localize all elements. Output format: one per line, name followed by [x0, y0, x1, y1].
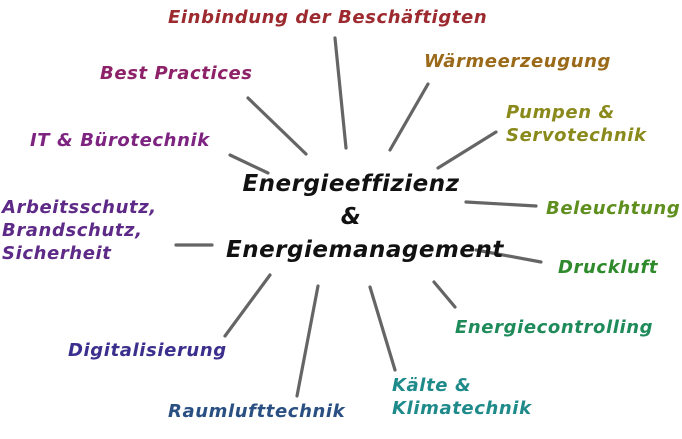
topic-arbeitsschutz: Arbeitsschutz, Brandschutz, Sicherheit [2, 196, 157, 265]
topic-digitalisierung: Digitalisierung [68, 339, 227, 362]
connector-beleuchtung [464, 200, 538, 208]
topic-pumpen: Pumpen & Servotechnik [506, 101, 647, 147]
central-topic-line-1: Energieeffizienz [242, 171, 460, 197]
topic-raumlufttechnik: Raumlufttechnik [168, 400, 345, 423]
topic-beleuchtung: Beleuchtung [546, 197, 680, 220]
topic-line: Kälte & [392, 375, 472, 396]
topic-energiecontrolling: Energiecontrolling [455, 316, 653, 339]
topic-line: Best Practices [100, 63, 253, 84]
connector-druckluft [474, 248, 543, 264]
topic-line: Pumpen & [506, 102, 615, 123]
connector-raumlufttechnik [295, 284, 320, 398]
topic-line: Raumlufttechnik [168, 401, 346, 422]
central-topic-line-3: Energiemanagement [226, 237, 504, 263]
central-topic-line-2: & [340, 204, 362, 230]
topic-kaelte: Kälte & Klimatechnik [392, 374, 532, 420]
connector-best-practices [246, 96, 308, 156]
topic-line: Beleuchtung [546, 198, 681, 219]
connector-einbindung [333, 36, 348, 150]
topic-line: Sicherheit [2, 243, 112, 264]
topic-line: Druckluft [558, 257, 659, 278]
topic-line: Arbeitsschutz, [2, 197, 157, 218]
connector-pumpen [436, 130, 498, 170]
topic-line: Klimatechnik [392, 398, 532, 419]
topic-druckluft: Druckluft [558, 256, 658, 279]
topic-it: IT & Bürotechnik [30, 129, 210, 152]
topic-waermeerzeugung: Wärmeerzeugung [424, 50, 611, 73]
topic-einbindung: Einbindung der Beschäftigten [168, 6, 487, 29]
topic-line: Servotechnik [506, 125, 647, 146]
central-topic: Energieeffizienz & Energiemanagement [226, 168, 504, 267]
connector-it [228, 153, 270, 175]
connector-kaelte [368, 285, 397, 372]
topic-line: Wärmeerzeugung [424, 51, 612, 72]
topic-line: Energiecontrolling [455, 317, 654, 338]
topic-line: IT & Bürotechnik [30, 130, 210, 151]
connector-digitalisierung [223, 273, 272, 338]
topic-line: Einbindung der Beschäftigten [168, 7, 488, 28]
topic-line: Digitalisierung [68, 340, 227, 361]
topic-line: Brandschutz, [2, 220, 143, 241]
connector-waermeerzeugung [388, 82, 430, 152]
topic-best-practices: Best Practices [100, 62, 253, 85]
connector-energiecontrolling [432, 280, 457, 309]
